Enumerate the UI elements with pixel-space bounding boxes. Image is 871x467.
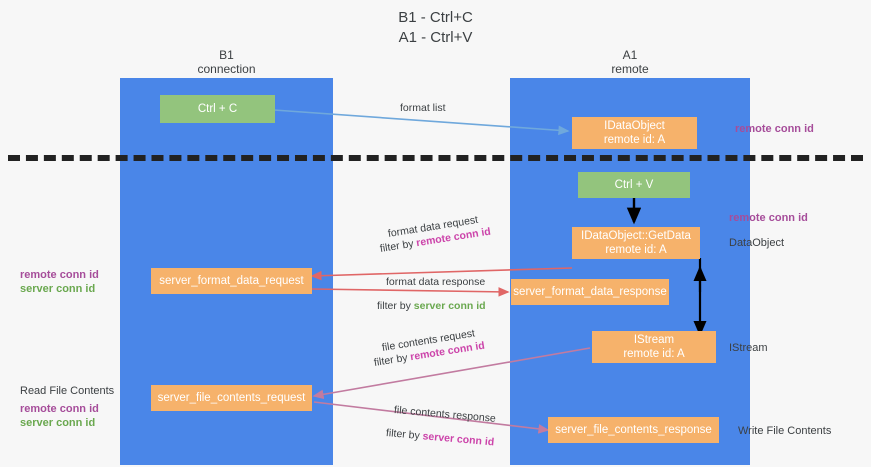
box-istream-label: IStream (633, 334, 675, 346)
title-line-1: B1 - Ctrl+C (398, 9, 473, 26)
side-label-left-mid: remote conn id server conn id (20, 268, 116, 296)
box-istream-remote-id: remote id: A (623, 348, 685, 360)
box-server-format-data-request-label: server_format_data_request (159, 275, 304, 287)
side-label-left-bottom-ids: remote conn id server conn id (20, 402, 120, 430)
edge-label-format-data-response: format data response (386, 275, 485, 289)
column-header-b1-name: B1 (219, 48, 234, 62)
column-header-a1: A1 remote (510, 48, 750, 76)
side-label-right-top: remote conn id (735, 122, 814, 136)
filter-prefix: filter by (385, 427, 424, 443)
box-server-format-data-response[interactable]: server_format_data_response (511, 279, 669, 305)
column-header-a1-sub: remote (611, 62, 649, 76)
side-label-right-mid-remote-conn-id: remote conn id (729, 212, 808, 224)
filter-prefix: filter by (379, 237, 418, 255)
box-ctrl-v-label: Ctrl + V (614, 179, 654, 191)
box-server-file-contents-request[interactable]: server_file_contents_request (151, 385, 312, 411)
edge-label-format-data-response-filter: filter by server conn id (377, 299, 486, 313)
box-idataobject-label: IDataObject (604, 120, 665, 132)
side-label-left-mid-server-conn-id: server conn id (20, 283, 96, 295)
edge-label-format-data-response-text: format data response (386, 276, 486, 288)
side-label-right-mid: remote conn id (729, 211, 808, 225)
side-label-read-file-contents-text: Read File Contents (20, 385, 115, 397)
side-label-left-bottom-remote-conn-id: remote conn id (20, 403, 99, 415)
side-label-right-top-remote-conn-id: remote conn id (735, 123, 814, 135)
side-label-write-file-contents: Write File Contents (738, 424, 831, 438)
side-label-left-bottom-server-conn-id: server conn id (20, 417, 96, 429)
edge-label-file-contents-response-text: file contents response (393, 404, 497, 425)
side-label-dataobject: DataObject (729, 236, 784, 250)
side-label-read-file-contents: Read File Contents (20, 384, 120, 398)
box-idataobject-remote-id: remote id: A (603, 134, 666, 146)
box-server-file-contents-response-label: server_file_contents_response (555, 424, 712, 436)
side-label-left-mid-remote-conn-id: remote conn id (20, 269, 99, 281)
side-label-istream-text: IStream (729, 342, 768, 354)
edge-label-file-contents-response: file contents response (393, 403, 496, 426)
box-idataobject-getdata[interactable]: IDataObject::GetData remote id: A (572, 227, 700, 259)
column-header-b1-sub: connection (197, 62, 256, 76)
filter-highlight-server-conn-id: server conn id (422, 430, 495, 449)
box-server-file-contents-response[interactable]: server_file_contents_response (548, 417, 719, 443)
box-istream[interactable]: IStream remote id: A (592, 331, 716, 363)
box-ctrl-c-label: Ctrl + C (197, 103, 238, 115)
box-ctrl-v[interactable]: Ctrl + V (578, 172, 690, 198)
page-title: B1 - Ctrl+C A1 - Ctrl+V (0, 8, 871, 48)
phase-separator (8, 155, 863, 161)
box-server-file-contents-request-label: server_file_contents_request (157, 392, 306, 404)
box-getdata-label: IDataObject::GetData (581, 230, 691, 242)
filter-highlight-server-conn-id: server conn id (413, 300, 486, 312)
edge-label-file-contents-response-filter: filter by server conn id (385, 426, 494, 449)
side-label-istream: IStream (729, 341, 768, 355)
box-getdata-remote-id: remote id: A (605, 244, 667, 256)
filter-prefix: filter by (373, 351, 412, 369)
box-ctrl-c[interactable]: Ctrl + C (160, 95, 275, 123)
side-label-write-file-contents-text: Write File Contents (738, 425, 832, 437)
box-idataobject[interactable]: IDataObject remote id: A (572, 117, 697, 149)
box-server-format-data-response-label: server_format_data_response (513, 286, 667, 298)
column-header-a1-name: A1 (622, 48, 638, 62)
title-line-2: A1 - Ctrl+V (398, 29, 473, 46)
column-header-b1: B1 connection (120, 48, 333, 76)
box-server-format-data-request[interactable]: server_format_data_request (151, 268, 312, 294)
edge-label-format-list: format list (400, 101, 446, 115)
edge-label-format-list-text: format list (400, 102, 446, 114)
side-label-dataobject-text: DataObject (729, 237, 785, 249)
filter-prefix: filter by (377, 300, 414, 312)
